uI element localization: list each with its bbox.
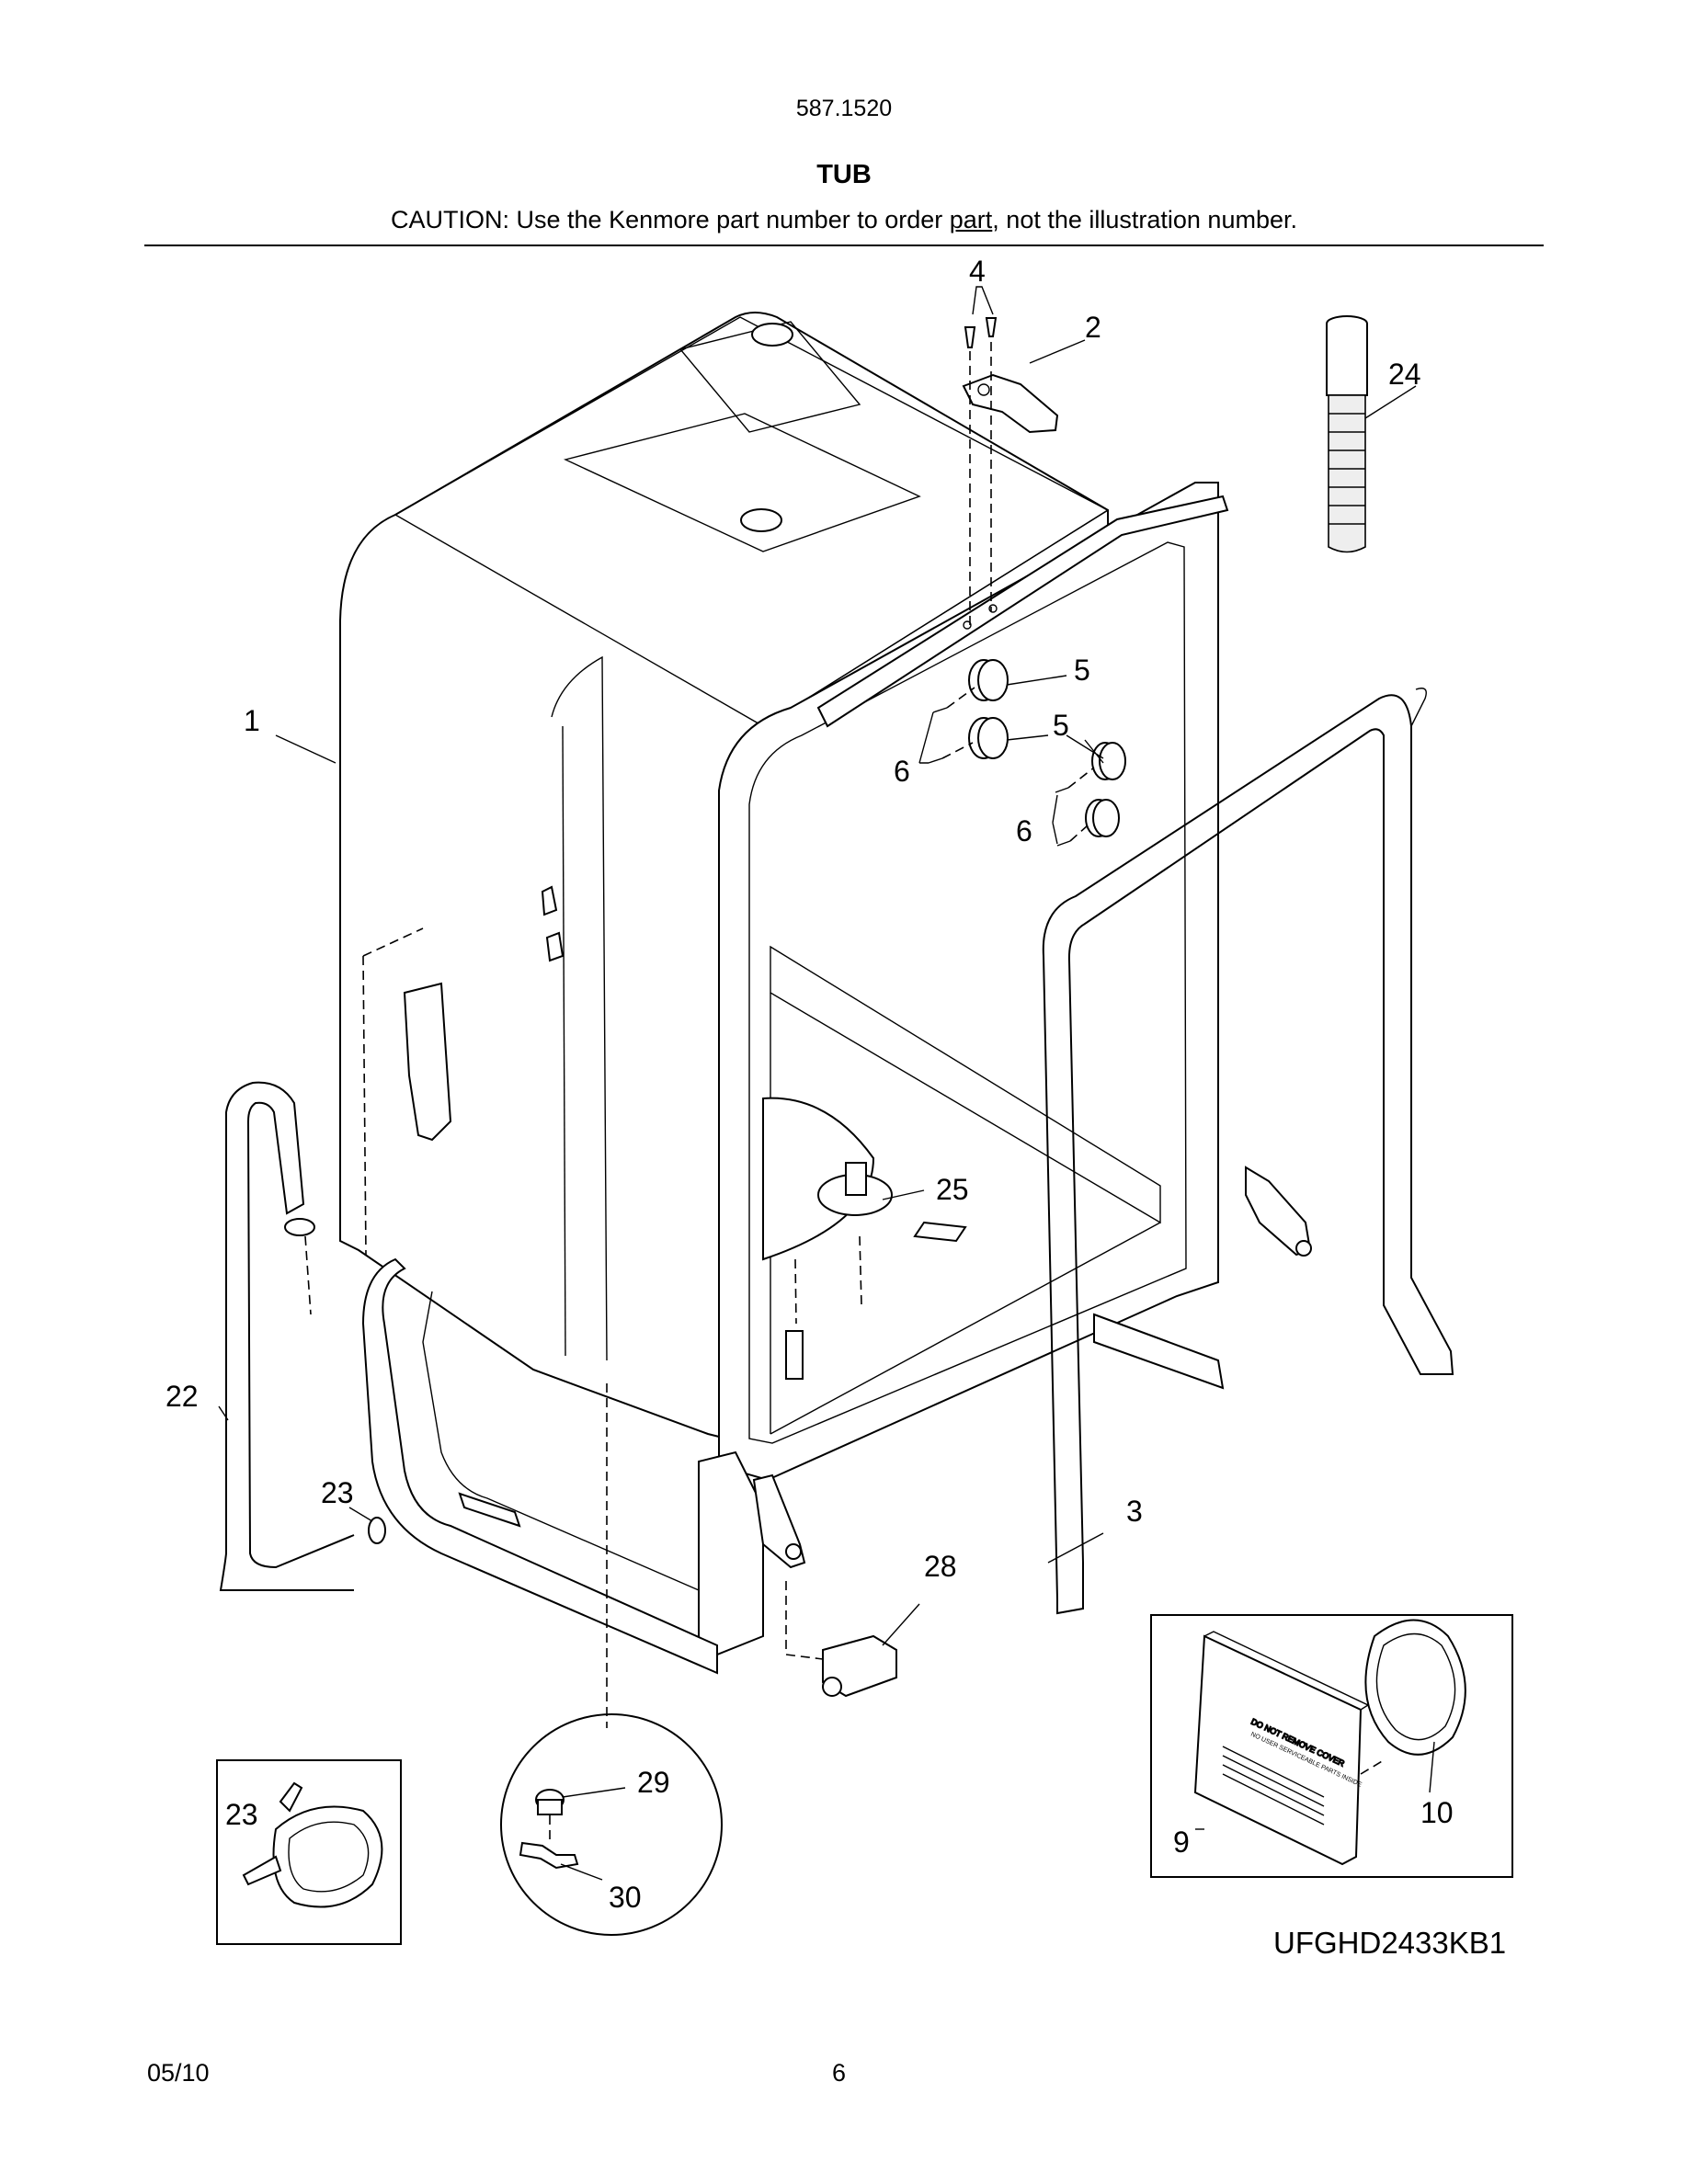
callout-23-inset: 23 [225,1798,258,1831]
screws-4 [964,317,998,625]
caution-note: CAUTION: Use the Kenmore part number to … [0,206,1688,234]
header-rule [144,245,1544,246]
callout-29: 29 [637,1766,670,1799]
callout-30: 30 [609,1881,642,1914]
footer-page-number: 6 [832,2059,847,2087]
callout-9: 9 [1173,1826,1190,1859]
model-code: UFGHD2433KB1 [1273,1926,1507,1960]
inset-clamp-23 [216,1759,402,1945]
mounts-5-6 [928,659,1126,847]
callout-5-lower: 5 [1053,709,1069,742]
inset-circle-29-30 [500,1713,723,1936]
tube-24 [1326,315,1368,553]
callout-4: 4 [969,255,986,288]
callout-6-left: 6 [894,755,910,788]
caution-prefix: CAUTION: Use the Kenmore part number to … [391,206,950,233]
switch-28 [785,1581,897,1698]
bracket-2 [962,373,1059,434]
leader-lines [218,286,1435,1881]
hose-22 [219,1081,386,1591]
model-number: 587.1520 [795,96,893,121]
callout-6-right: 6 [1016,814,1032,847]
gasket-3 [1042,688,1454,1615]
callout-25: 25 [936,1173,969,1206]
callout-labels: 1 2 3 4 5 5 6 6 9 10 22 23 23 24 25 28 2… [165,255,1454,1914]
callout-2: 2 [1085,311,1101,344]
callout-22: 22 [165,1380,199,1413]
callout-1: 1 [244,704,260,737]
tub-body [339,312,1312,1728]
section-title: TUB [816,160,872,189]
footer-date: 05/10 [147,2059,210,2087]
callout-23-main: 23 [321,1476,354,1509]
callout-28: 28 [924,1550,957,1583]
callout-10: 10 [1420,1796,1454,1829]
callout-5-upper: 5 [1074,654,1090,687]
caution-part-link[interactable]: part [949,206,993,233]
callout-3: 3 [1126,1495,1143,1528]
inset-module-9-10: DO NOT REMOVE COVER NO USER SERVICEABLE … [1150,1614,1513,1878]
callout-24: 24 [1388,358,1421,391]
caution-suffix: , not the illustration number. [992,206,1297,233]
